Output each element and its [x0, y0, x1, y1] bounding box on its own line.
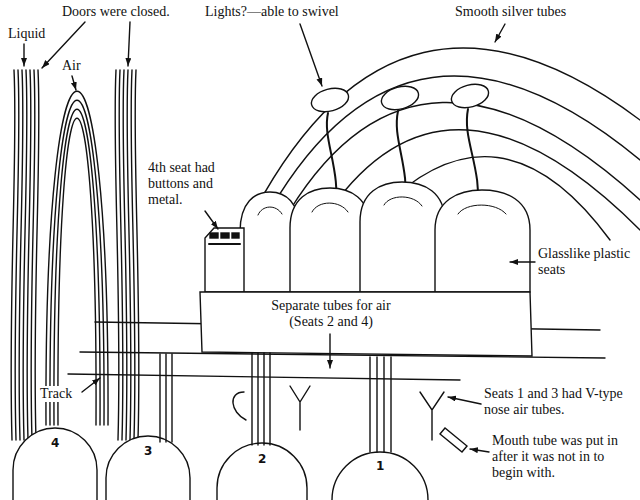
note: Doors were closed. [62, 4, 170, 20]
tube-base [13, 428, 97, 500]
door-tube [115, 70, 119, 440]
door-tube [131, 70, 135, 440]
leader-arrow [128, 22, 130, 66]
tube-base [106, 436, 190, 500]
liquid-tube [11, 70, 15, 440]
leader-arrow [470, 449, 489, 452]
liquid-tube [27, 70, 31, 440]
air-tube [370, 357, 391, 452]
liquid-tube [31, 70, 35, 440]
air-tube [252, 353, 270, 445]
leader-arrow [495, 24, 505, 42]
part-name: Air [62, 58, 81, 74]
door-tube [127, 70, 131, 440]
leader-arrow [23, 44, 24, 66]
callout-number: 3 [144, 445, 152, 458]
hose [233, 392, 246, 420]
note: Seats 1 and 3 had V-type nose air tubes. [484, 386, 636, 418]
note: 4th seat had buttons and metal. [148, 160, 230, 208]
seat-base [200, 292, 532, 356]
note: Glasslike plastic seats [538, 246, 632, 278]
callout-number: 2 [258, 453, 266, 466]
nose-tube [290, 386, 310, 430]
liquid-tube [23, 70, 27, 440]
callout-number: 1 [376, 460, 384, 473]
seat [290, 188, 370, 292]
leader-arrow [329, 334, 330, 368]
mouth-tube [440, 428, 467, 452]
part-name: Smooth silver tubes [455, 4, 566, 20]
note: Separate tubes for air (Seats 2 and 4) [266, 298, 396, 330]
seat [360, 182, 445, 292]
leader-arrow [72, 76, 76, 90]
leader-arrow [205, 211, 218, 229]
seat-metal [209, 243, 240, 245]
leader-arrow [510, 261, 535, 262]
air-tube [46, 91, 108, 425]
door-tube [119, 70, 123, 440]
note: Lights?—able to swivel [205, 4, 339, 20]
air-tube [160, 354, 172, 442]
seat-shading [384, 197, 422, 206]
seat-shading [312, 203, 348, 212]
air-tube [50, 100, 104, 425]
seat-shading [458, 205, 506, 214]
door-tube [135, 70, 139, 440]
seat-button [232, 233, 239, 238]
leader-arrow [448, 397, 481, 404]
tube-base [332, 452, 428, 500]
leader-arrow [300, 24, 322, 86]
seat-button [210, 233, 218, 238]
lamp [309, 84, 351, 115]
air-tube [54, 109, 100, 425]
ceiling-arc [255, 48, 640, 210]
lamp [449, 80, 491, 111]
tube-base [217, 443, 307, 500]
seat [435, 190, 530, 292]
air-tube [58, 118, 96, 425]
note: Mouth tube was put in after it was not i… [492, 433, 634, 481]
callout-number: 4 [51, 437, 59, 450]
liquid-tube [35, 70, 39, 440]
seat-shading [258, 207, 282, 215]
door-tube [123, 70, 127, 440]
part-name: Track [40, 386, 72, 402]
liquid-tube [15, 70, 19, 440]
seat-button [221, 233, 229, 238]
leader-arrow [82, 378, 100, 392]
lamp [379, 82, 421, 113]
liquid-tube [19, 70, 23, 440]
seat-front [205, 228, 244, 292]
part-name: Liquid [8, 26, 45, 42]
